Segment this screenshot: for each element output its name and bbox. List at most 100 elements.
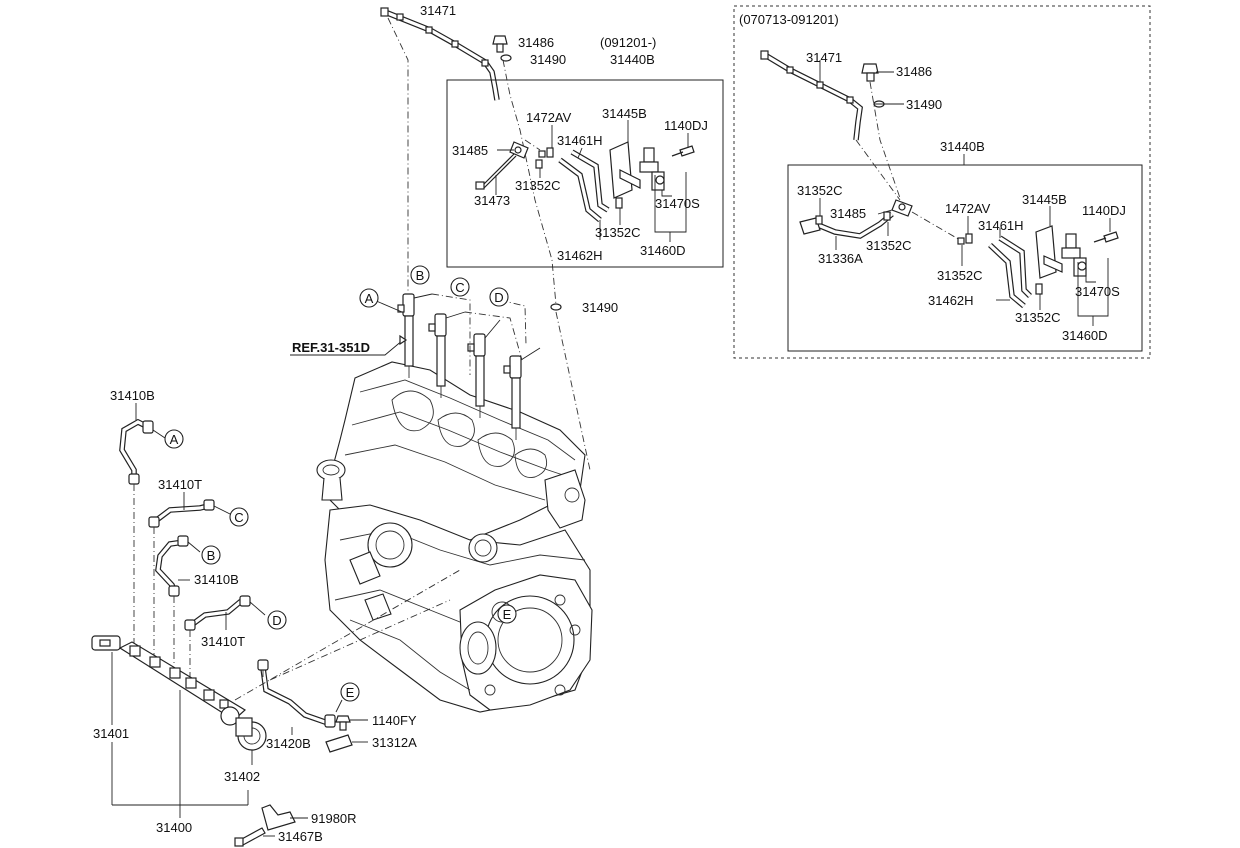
bolt-1140FY[interactable]: [335, 715, 351, 731]
marker-a-injector: A: [359, 288, 379, 308]
leaders-variant: [819, 60, 1111, 326]
label-31470S-variant: 31470S: [1075, 284, 1120, 299]
pressure-regulator-31402[interactable]: [220, 706, 267, 751]
ref-leader: [290, 339, 404, 356]
label-91980R: 91980R: [311, 811, 357, 826]
marker-e-engine: E: [497, 604, 517, 624]
svg-text:A: A: [170, 432, 179, 447]
label-31352C-variant-b: 31352C: [866, 238, 912, 253]
label-31490-top: 31490: [530, 52, 566, 67]
fuel-pipe-31410T-b[interactable]: [184, 595, 251, 631]
label-31490-mid: 31490: [582, 300, 618, 315]
label-31352C-variant-c: 31352C: [937, 268, 983, 283]
label-31486-variant: 31486: [896, 64, 932, 79]
fuel-rail-31401[interactable]: [91, 635, 247, 721]
valve-31470S[interactable]: [639, 147, 665, 191]
label-31445B-main: 31445B: [602, 106, 647, 121]
banjo-bolt-31486[interactable]: [492, 35, 508, 53]
svg-text:B: B: [207, 548, 216, 563]
injector-c[interactable]: [467, 333, 486, 418]
clip-1472AV-variant[interactable]: [957, 233, 973, 245]
label-31420B: 31420B: [266, 736, 311, 751]
fitting-31485[interactable]: [509, 141, 529, 159]
svg-text:C: C: [455, 280, 464, 295]
injector-b[interactable]: [428, 313, 447, 398]
bracket-31445B[interactable]: [609, 141, 641, 199]
label-070713-091201: (070713-091201): [739, 12, 839, 27]
label-31460D-main: 31460D: [640, 243, 686, 258]
sensor-31312A[interactable]: [325, 734, 353, 753]
label-31490-variant: 31490: [906, 97, 942, 112]
marker-d-pipe: D: [267, 610, 287, 630]
label-1140DJ-main: 1140DJ: [664, 118, 708, 133]
label-31471-variant: 31471: [806, 50, 842, 65]
bolt-1140DJ-variant[interactable]: [1093, 231, 1119, 243]
bolt-31467B[interactable]: [234, 827, 266, 847]
fitting-31485-variant[interactable]: [891, 199, 913, 217]
svg-text:E: E: [346, 685, 355, 700]
return-hose-31471[interactable]: [380, 7, 500, 101]
clip-31352C-box-a[interactable]: [535, 159, 543, 169]
injector-d[interactable]: [503, 355, 522, 440]
bracket-31445B-variant[interactable]: [1035, 225, 1063, 279]
label-31471-main: 31471: [420, 3, 456, 18]
assembly-box-31440B-variant: [787, 164, 1143, 352]
fuel-pipe-31410B-b[interactable]: [155, 535, 189, 597]
bracket-91980R[interactable]: [261, 804, 296, 831]
banjo-bolt-31486-variant[interactable]: [861, 63, 879, 82]
svg-text:A: A: [365, 291, 374, 306]
label-31440B-variant: 31440B: [940, 139, 985, 154]
label-1140FY: 1140FY: [372, 713, 417, 728]
label-31410T-a: 31410T: [158, 477, 202, 492]
label-1472AV-main: 1472AV: [526, 110, 572, 125]
clip-31352C-variant-c[interactable]: [1035, 283, 1043, 295]
leaders-box-main: [495, 120, 689, 242]
svg-text:D: D: [494, 290, 503, 305]
assembly-box-31440B: [446, 79, 724, 268]
clip-31352C-variant-b[interactable]: [883, 211, 891, 221]
clip-31352C-variant-a[interactable]: [815, 215, 823, 225]
label-31486-main: 31486: [518, 35, 554, 50]
fuel-pipe-31410T-a[interactable]: [148, 499, 215, 528]
label-31352C-variant-a: 31352C: [797, 183, 843, 198]
marker-b-injector: B: [410, 265, 430, 285]
hose-31473[interactable]: [475, 153, 517, 190]
valve-31470S-variant[interactable]: [1061, 233, 1087, 277]
label-31401: 31401: [93, 726, 129, 741]
clip-31352C-box-b[interactable]: [615, 197, 623, 209]
marker-a-pipe: A: [164, 429, 184, 449]
marker-c-injector: C: [450, 277, 470, 297]
label-31410T-b: 31410T: [201, 634, 245, 649]
label-1472AV-variant: 1472AV: [945, 201, 991, 216]
label-31462H-main: 31462H: [557, 248, 603, 263]
hose-31461H-variant[interactable]: [988, 235, 1032, 309]
label-31352C-variant-d: 31352C: [1015, 310, 1061, 325]
marker-c-pipe: C: [229, 507, 249, 527]
bolt-1140DJ[interactable]: [671, 145, 695, 157]
label-31336A: 31336A: [818, 251, 863, 266]
fuel-pipe-31420B[interactable]: [257, 659, 336, 728]
label-1140DJ-variant: 1140DJ: [1082, 203, 1126, 218]
marker-d-injector: D: [489, 287, 509, 307]
engine-block: [316, 361, 593, 713]
part-labels: 31471 31486 31490 (091201-) 31440B 1472A…: [93, 3, 1126, 844]
hose-31461H[interactable]: [558, 149, 610, 223]
hose-31336A[interactable]: [799, 211, 894, 239]
label-31485-main: 31485: [452, 143, 488, 158]
label-31400: 31400: [156, 820, 192, 835]
gasket-31490-top[interactable]: [500, 54, 512, 62]
svg-text:B: B: [416, 268, 425, 283]
fuel-pipe-31410B-a[interactable]: [119, 418, 154, 485]
label-31473: 31473: [474, 193, 510, 208]
return-hose-31471-variant[interactable]: [760, 50, 863, 141]
label-31352C-main-a: 31352C: [515, 178, 561, 193]
label-31312A: 31312A: [372, 735, 417, 750]
gasket-31490-mid[interactable]: [550, 303, 562, 311]
label-31485-variant: 31485: [830, 206, 866, 221]
clip-1472AV[interactable]: [538, 147, 554, 158]
label-31402: 31402: [224, 769, 260, 784]
label-31470S-main: 31470S: [655, 196, 700, 211]
label-31352C-main-b: 31352C: [595, 225, 641, 240]
label-31445B-variant: 31445B: [1022, 192, 1067, 207]
